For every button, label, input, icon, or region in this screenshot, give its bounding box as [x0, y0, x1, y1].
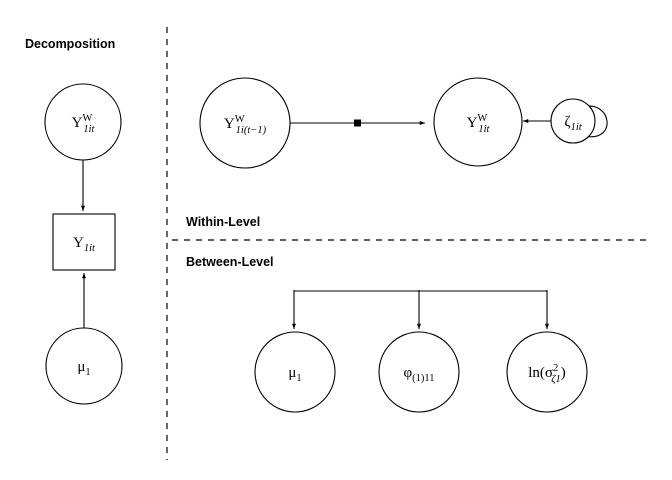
- node-decomp-observed: Y1it: [52, 213, 116, 271]
- node-within-residual-label: ζ1it: [564, 114, 582, 133]
- node-between-ar: φ(1)11: [378, 331, 460, 413]
- node-between-mean: μ1: [254, 331, 336, 413]
- node-decomp-observed-label: Y1it: [73, 235, 96, 254]
- edge-residual-variance-loop: [581, 104, 608, 139]
- between-level-heading: Between-Level: [186, 255, 274, 269]
- node-between-ar-label: φ(1)11: [403, 365, 434, 384]
- edge-lag-to-current-midpoint-marker: [354, 119, 361, 127]
- within-level-heading: Within-Level: [186, 215, 260, 229]
- node-decomp-mean-label: μ1: [77, 359, 90, 378]
- node-decomp-mean: μ1: [45, 327, 123, 405]
- node-within-residual: ζ1it: [550, 98, 596, 144]
- decomposition-heading: Decomposition: [25, 37, 115, 51]
- node-between-mean-label: μ1: [288, 365, 301, 384]
